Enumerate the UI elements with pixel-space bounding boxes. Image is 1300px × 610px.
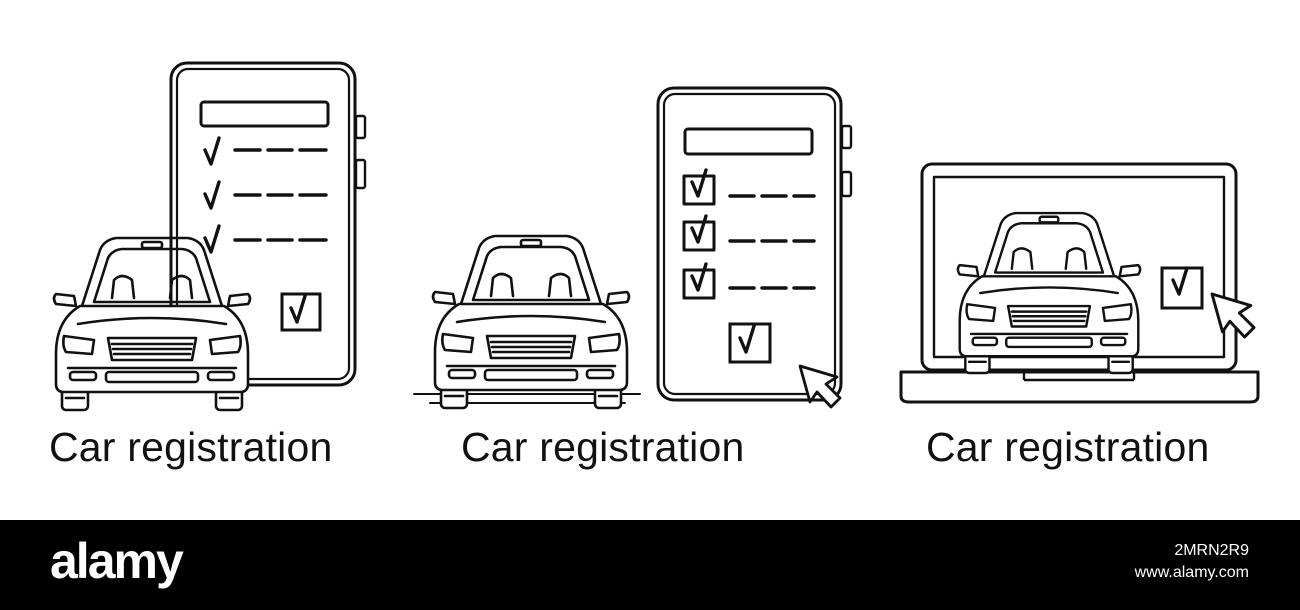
illustration-3 [899, 162, 1260, 404]
illustration-2 [413, 86, 853, 410]
checkbox-icon [1160, 266, 1204, 310]
car-icon [431, 234, 631, 410]
image-id: 2MRN2R9 [1174, 542, 1249, 559]
site-url: www.alamy.com [1134, 564, 1249, 581]
phone-checklist-icon [656, 86, 853, 402]
illustration-canvas [52, 61, 1260, 412]
alamy-logo: alamy [50, 533, 184, 589]
caption-car-registration-1: Car registration [49, 424, 333, 470]
checkbox-icon [280, 292, 322, 332]
caption-car-registration-2: Car registration [461, 424, 745, 470]
checkbox-icon [728, 322, 772, 364]
image-id-block: 2MRN2R9 www.alamy.com [1135, 540, 1249, 584]
watermark-footer: alamy 2MRN2R9 www.alamy.com [0, 520, 1300, 610]
caption-car-registration-3: Car registration [926, 424, 1210, 470]
illustration-1 [52, 61, 367, 412]
